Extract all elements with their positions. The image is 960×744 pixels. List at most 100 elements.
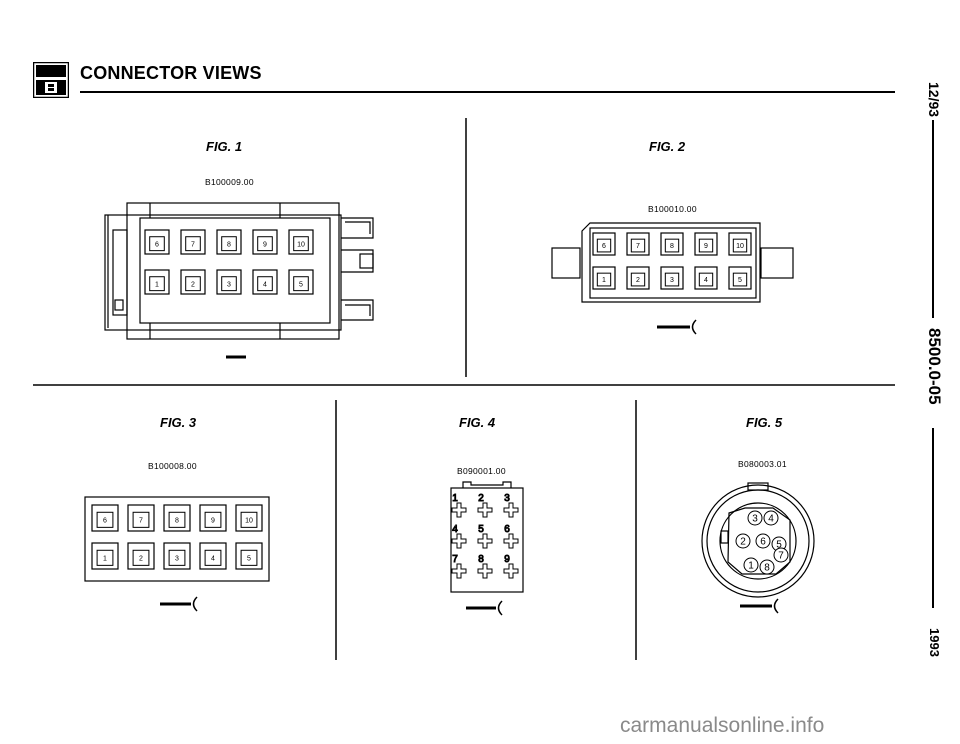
pin-number: 7 bbox=[191, 241, 195, 248]
pin-number: 2 bbox=[478, 493, 484, 504]
pin-number: 9 bbox=[211, 518, 215, 525]
pin-cell: 6 bbox=[144, 229, 170, 255]
fig5-label: FIG. 5 bbox=[746, 415, 783, 430]
pin-number: 4 bbox=[211, 556, 215, 563]
pin-number: 6 bbox=[103, 518, 107, 525]
pin-cell: 5 bbox=[728, 266, 752, 290]
pin-cell: 4 bbox=[451, 524, 467, 549]
pin-cell: 3 bbox=[216, 269, 242, 295]
pin-number: 1 bbox=[155, 281, 159, 288]
pin-number: 5 bbox=[299, 281, 303, 288]
pin-number: 4 bbox=[452, 524, 458, 535]
pin-number: 2 bbox=[139, 556, 143, 563]
pin-number: 10 bbox=[297, 241, 305, 248]
pin-number: 7 bbox=[139, 518, 143, 525]
pin-cell: 1 bbox=[451, 493, 467, 518]
pin-number: 9 bbox=[704, 243, 708, 250]
pin-cell: 6 bbox=[91, 504, 119, 532]
pin-number: 4 bbox=[768, 514, 774, 525]
fig2-pins: 6 7 8 9 10 1 2 3 4 5 bbox=[592, 232, 752, 290]
pin-cell: 5 bbox=[235, 542, 263, 570]
pin-cell: 7 bbox=[773, 547, 789, 563]
pin-cell: 2 bbox=[477, 493, 493, 518]
fig4-connector bbox=[450, 481, 524, 593]
pin-cell: 2 bbox=[626, 266, 650, 290]
pin-cell: 3 bbox=[660, 266, 684, 290]
pin-number: 7 bbox=[778, 551, 784, 562]
pin-number: 8 bbox=[670, 243, 674, 250]
pin-cell: 6 bbox=[592, 232, 616, 256]
pin-number: 8 bbox=[175, 518, 179, 525]
pin-cell: 5 bbox=[288, 269, 314, 295]
fig4-orientation-mark bbox=[466, 600, 503, 616]
pin-cell: 4 bbox=[199, 542, 227, 570]
fig4-part-number: B090001.00 bbox=[457, 466, 506, 476]
pin-number: 8 bbox=[764, 563, 770, 574]
pin-number: 3 bbox=[752, 514, 758, 525]
pin-cell: 6 bbox=[755, 533, 771, 549]
pin-number: 10 bbox=[736, 243, 744, 250]
pin-number: 7 bbox=[636, 243, 640, 250]
fig2-part-number: B100010.00 bbox=[648, 204, 697, 214]
pin-cell: 8 bbox=[759, 559, 775, 575]
fig5-orientation-mark bbox=[740, 598, 779, 614]
pin-number: 1 bbox=[602, 277, 606, 284]
fig4-label: FIG. 4 bbox=[459, 415, 496, 430]
pin-number: 1 bbox=[748, 561, 754, 572]
pin-cell: 4 bbox=[252, 269, 278, 295]
fig5-part-number: B080003.01 bbox=[738, 459, 787, 469]
pin-cell: 4 bbox=[694, 266, 718, 290]
fig3-connector bbox=[84, 496, 270, 582]
pin-number: 1 bbox=[103, 556, 107, 563]
pin-number: 2 bbox=[636, 277, 640, 284]
pin-cell: 4 bbox=[763, 510, 779, 526]
pin-cell: 10 bbox=[728, 232, 752, 256]
pin-cell: 8 bbox=[477, 554, 493, 579]
pin-cell: 5 bbox=[477, 524, 493, 549]
pin-cell: 8 bbox=[216, 229, 242, 255]
pin-number: 2 bbox=[740, 537, 746, 548]
page-title: CONNECTOR VIEWS bbox=[80, 63, 262, 83]
pin-number: 6 bbox=[155, 241, 159, 248]
fig3-pins: 6 7 8 9 10 1 2 3 4 5 bbox=[91, 504, 263, 570]
pin-cell: 7 bbox=[451, 554, 467, 579]
fig1-connector bbox=[104, 202, 374, 340]
pin-cell: 9 bbox=[503, 554, 519, 579]
pin-number: 3 bbox=[175, 556, 179, 563]
pin-number: 8 bbox=[478, 554, 484, 565]
margin-section-number: 8500.0-05 bbox=[925, 328, 944, 405]
fig3-label: FIG. 3 bbox=[160, 415, 197, 430]
pin-cell: 1 bbox=[592, 266, 616, 290]
bmw-logo-icon bbox=[33, 62, 69, 98]
bmw-logo-graphic bbox=[33, 62, 69, 98]
pin-number: 3 bbox=[227, 281, 231, 288]
fig3-part-number: B100008.00 bbox=[148, 461, 197, 471]
fig1-label: FIG. 1 bbox=[206, 139, 243, 154]
pin-cell: 10 bbox=[288, 229, 314, 255]
pin-number: 3 bbox=[504, 493, 510, 504]
fig2-connector bbox=[551, 222, 794, 303]
pin-number: 6 bbox=[504, 524, 510, 535]
pin-number: 6 bbox=[760, 537, 766, 548]
fig5-connector bbox=[701, 482, 815, 598]
watermark-text: carmanualsonline.info bbox=[620, 714, 825, 737]
pin-number: 5 bbox=[247, 556, 251, 563]
pin-cell: 3 bbox=[163, 542, 191, 570]
pin-number: 3 bbox=[670, 277, 674, 284]
pin-cell: 2 bbox=[180, 269, 206, 295]
fig3-orientation-mark bbox=[160, 596, 198, 612]
pin-number: 9 bbox=[504, 554, 510, 565]
pin-cell: 2 bbox=[735, 533, 751, 549]
pin-cell: 6 bbox=[503, 524, 519, 549]
margin-date: 12/93 bbox=[926, 82, 942, 118]
pin-cell: 7 bbox=[127, 504, 155, 532]
pin-number: 6 bbox=[602, 243, 606, 250]
pin-number: 10 bbox=[245, 518, 253, 525]
pin-number: 5 bbox=[738, 277, 742, 284]
pin-cell: 9 bbox=[252, 229, 278, 255]
pin-cell: 1 bbox=[144, 269, 170, 295]
